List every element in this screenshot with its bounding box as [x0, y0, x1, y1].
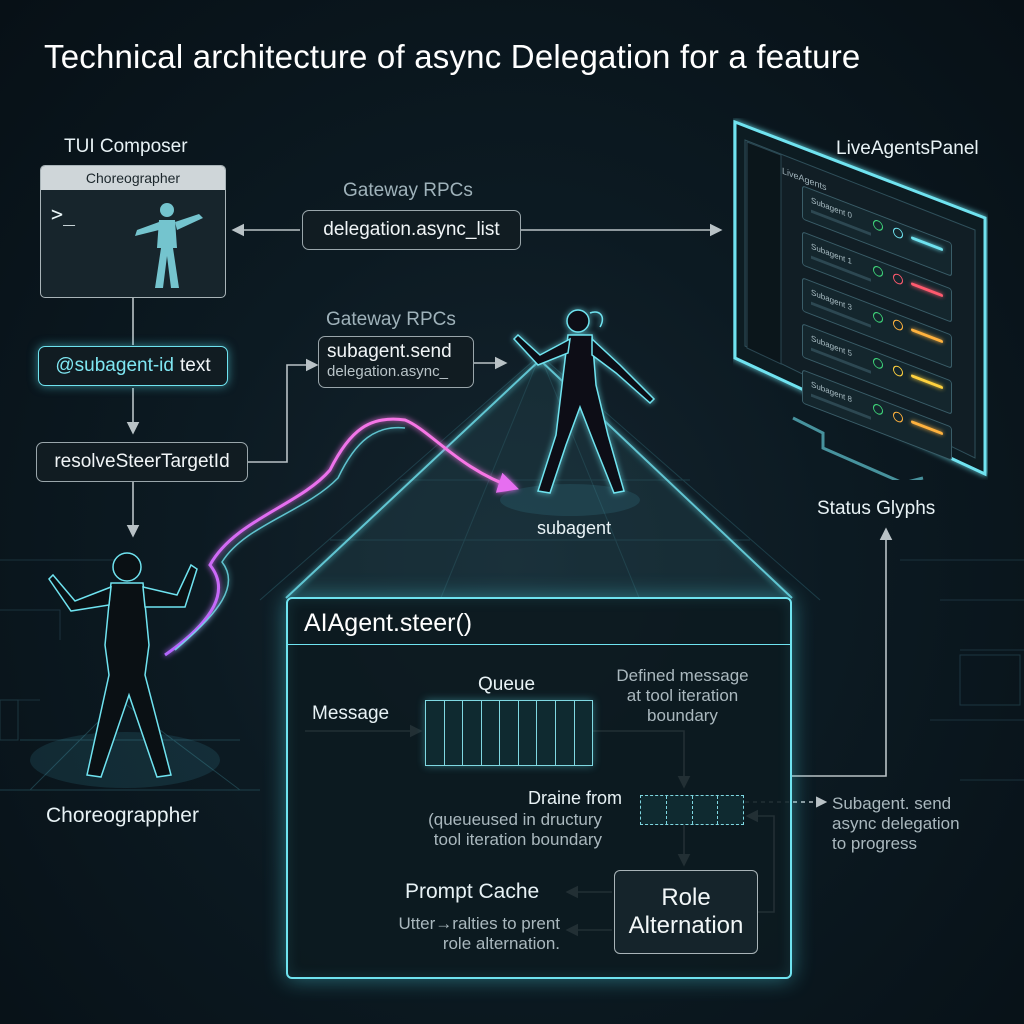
- subagent-send-pill[interactable]: subagent.send delegation.async_: [318, 336, 474, 388]
- defined-message-note: Defined message at tool iteration bounda…: [616, 666, 749, 725]
- progress-bar: [911, 282, 943, 298]
- status-glyph-icon: [893, 364, 903, 378]
- prompt-cache-label: Prompt Cache: [405, 880, 540, 903]
- live-agents-panel-label: LiveAgentsPanel: [836, 138, 979, 159]
- status-glyph-icon: [893, 318, 903, 332]
- choreographer-label: Choreograppher: [46, 804, 199, 827]
- subagent-id-mention: @subagent-id: [55, 355, 174, 376]
- tui-composer-label: TUI Composer: [64, 136, 188, 157]
- gateway-rpcs-top-label: Gateway RPCs: [343, 180, 473, 201]
- tui-window-title: Choreographer: [41, 166, 225, 190]
- status-glyphs-label: Status Glyphs: [817, 498, 936, 519]
- status-glyph-icon: [893, 410, 903, 424]
- progress-bar: [911, 328, 943, 344]
- page-title: Technical architecture of async Delegati…: [44, 38, 861, 75]
- tui-composer-window[interactable]: Choreographer >_: [40, 165, 226, 298]
- mention-pill[interactable]: @subagent-id text: [38, 346, 228, 386]
- progress-bar: [911, 236, 943, 252]
- queue-box: [425, 700, 593, 766]
- resolve-steer-target-pill[interactable]: resolveSteerTargetId: [36, 442, 248, 482]
- drain-label: Draine from: [528, 788, 623, 808]
- delegation-async-rpc: delegation.async_: [327, 363, 448, 380]
- message-label: Message: [312, 703, 390, 724]
- steer-divider: [288, 644, 790, 645]
- status-glyph-icon: [873, 264, 883, 279]
- subagent-send-rpc: subagent.send: [327, 341, 452, 362]
- subagent-dancer-icon: [512, 309, 656, 494]
- choreographer-dancer-icon: [48, 552, 198, 778]
- role-alternation-box[interactable]: Role Alternation: [614, 870, 758, 954]
- side-note: Subagent. send async delegation to progr…: [832, 794, 960, 853]
- status-glyph-icon: [873, 218, 883, 233]
- mention-text: text: [179, 355, 211, 376]
- dancer-figure-icon: [135, 203, 203, 288]
- drain-note: (queueused in dructury tool iteration bo…: [428, 810, 602, 849]
- steer-title: AIAgent.steer(): [304, 609, 473, 637]
- delegation-async-list-pill[interactable]: delegation.async_list: [302, 210, 521, 250]
- queue-label: Queue: [478, 674, 536, 695]
- progress-bar: [911, 420, 943, 436]
- utter-note: Utter→ralties to prent role alternation.: [398, 914, 560, 953]
- drain-buffer: [640, 795, 744, 825]
- terminal-prompt-icon: >_: [51, 202, 76, 226]
- subagent-label: subagent: [537, 518, 612, 538]
- status-glyph-icon: [873, 356, 883, 371]
- gateway-rpcs-mid-label: Gateway RPCs: [326, 309, 456, 330]
- status-glyph-icon: [873, 310, 883, 325]
- progress-bar: [911, 374, 943, 390]
- status-glyph-icon: [893, 226, 903, 240]
- status-glyph-icon: [873, 402, 883, 417]
- status-glyph-icon: [893, 272, 903, 286]
